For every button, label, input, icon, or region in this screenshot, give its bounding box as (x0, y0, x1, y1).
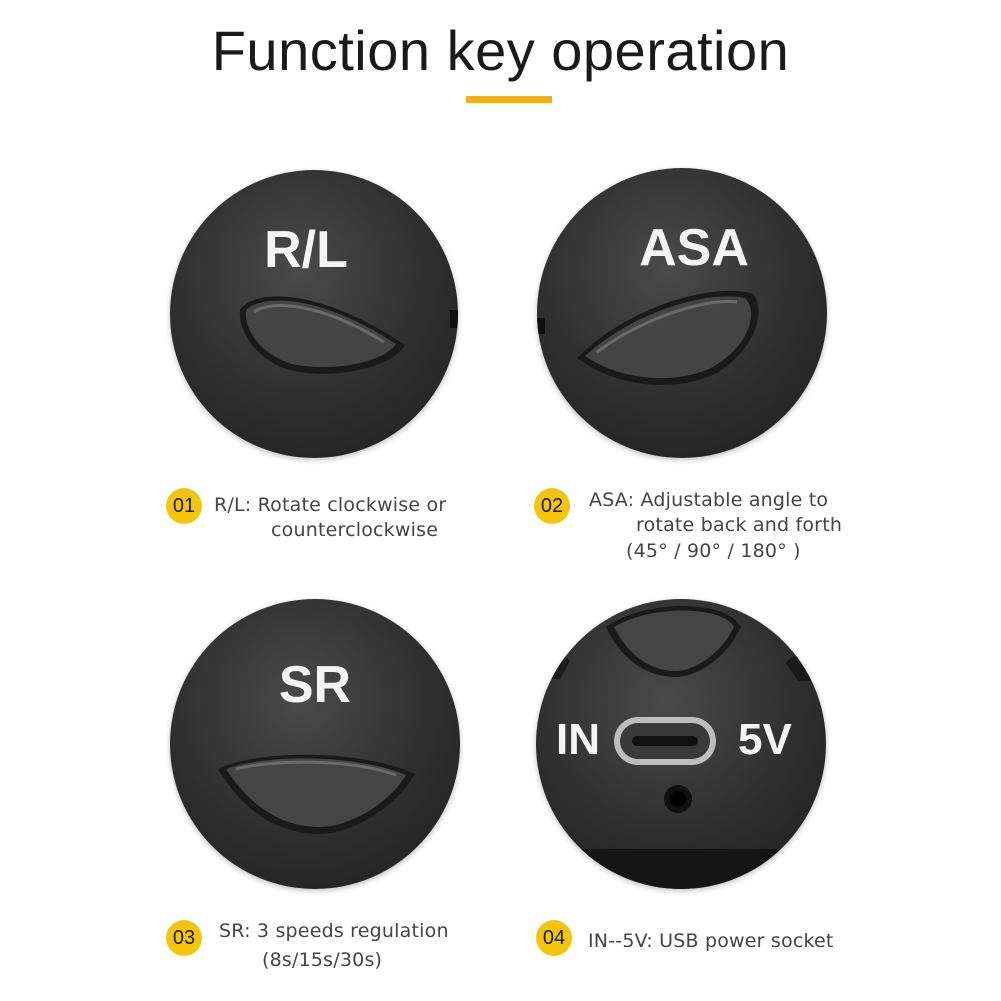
usb-port-photo: IN 5V (536, 599, 826, 889)
sr-button-photo: SR (170, 599, 460, 889)
caption-02-line-1: ASA: Adjustable angle to (589, 489, 829, 511)
caption-02-line-2: rotate back and forth (636, 514, 843, 536)
asa-key-label: ASA (639, 219, 749, 277)
badge-01: 01 (166, 488, 202, 524)
title-underline (466, 96, 552, 103)
rl-button-photo: R/L (170, 170, 458, 458)
usb-port-shape (536, 606, 826, 889)
sr-button-shape (218, 754, 415, 834)
caption-01-line-2: counterclockwise (271, 519, 439, 541)
asa-button-photo: ASA (537, 168, 827, 458)
asa-button-shape (537, 290, 759, 385)
sr-key-label: SR (278, 656, 352, 714)
usb-label-5v: 5V (738, 715, 792, 764)
caption-04-line-1: IN--5V: USB power socket (588, 930, 834, 952)
caption-03-line-2: (8s/15s/30s) (262, 949, 383, 971)
badge-04: 04 (536, 920, 572, 956)
rl-button-shape (239, 296, 458, 374)
page-title: Function key operation (211, 19, 790, 82)
caption-02-line-3: (45° / 90° / 180° ) (626, 540, 801, 562)
rl-key-label: R/L (264, 221, 348, 279)
badge-03: 03 (166, 920, 202, 956)
caption-03-line-1: SR: 3 speeds regulation (219, 920, 449, 942)
badge-02: 02 (534, 488, 570, 524)
usb-label-in: IN (556, 715, 600, 764)
caption-01-line-1: R/L: Rotate clockwise or (214, 494, 447, 516)
